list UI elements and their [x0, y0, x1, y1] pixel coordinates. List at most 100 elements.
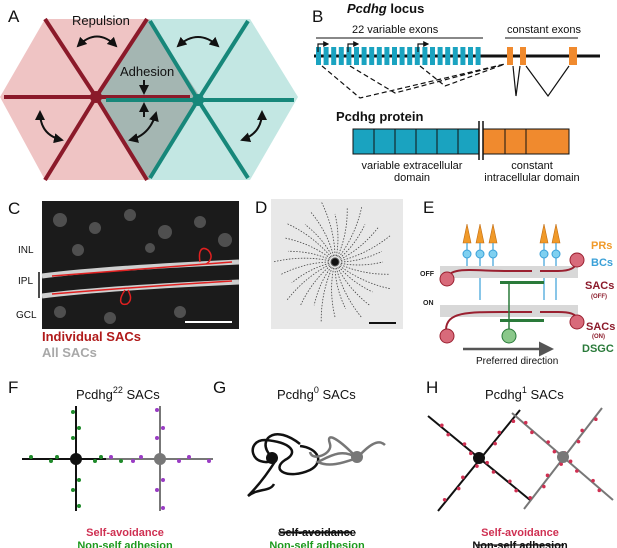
green-punctum [77, 504, 81, 508]
sac-dendrite-branch [285, 237, 336, 263]
green-punctum [119, 459, 123, 463]
g-title: Pcdhg0 SACs [277, 385, 356, 402]
sac-off-soma-left [439, 271, 455, 287]
purple-punctum [155, 408, 159, 412]
inl-somata [53, 209, 232, 324]
h-self-avoidance: Self-avoidance [481, 527, 559, 539]
red-punctum [575, 469, 579, 473]
variable-exons-label: 22 variable exons [352, 24, 439, 36]
sac-dendrite-branch [320, 261, 336, 323]
red-punctum [511, 419, 516, 424]
purple-punctum [177, 459, 181, 463]
sac-dendrite-branch [288, 250, 336, 263]
red-punctum [446, 432, 450, 437]
sacs-off-sub: (OFF) [591, 294, 607, 300]
f-non-self-adhesion: Non-self adhesion [77, 540, 173, 548]
g-grey-soma [351, 451, 363, 463]
purple-punctum [155, 488, 159, 492]
on-label: ON [423, 300, 434, 307]
variable-domain-label-1: variable extracellular [362, 160, 463, 172]
panel-letter: F [8, 378, 18, 397]
f-self-avoidance: Self-avoidance [86, 527, 164, 539]
sac-dendrite-branch [310, 212, 336, 263]
bc-soma [551, 249, 561, 259]
individual-sacs-label: Individual SACs [42, 329, 141, 344]
panel-letter: C [8, 199, 20, 218]
constant-exons-label: constant exons [507, 24, 581, 36]
repulsion-arrows [35, 35, 267, 144]
green-punctum [71, 436, 75, 440]
sac-dendrite-off [51, 261, 233, 277]
g-non-self-adhesion: Non-self adhesion [269, 540, 365, 548]
f-grey-soma [154, 453, 166, 465]
sac-dendrite-branch [291, 261, 336, 284]
purple-punctum [207, 459, 211, 463]
sacs-on-label: SACs [586, 321, 615, 333]
bc-soma [462, 249, 472, 259]
inl-label: INL [18, 245, 34, 256]
sac-off-soma-right [569, 252, 585, 268]
purple-punctum [139, 455, 143, 459]
panel-e: E PRs BCs OFF ON SACs (OFF) SACs (ON) DS… [420, 198, 615, 367]
constant-splicing [512, 65, 570, 98]
red-punctum [594, 417, 598, 422]
off-lamina [440, 266, 578, 278]
variable-domain-label-2: domain [394, 172, 430, 184]
variable-exon [316, 47, 321, 65]
red-punctum [576, 439, 581, 444]
g-black-tangle [247, 433, 320, 498]
green-punctum [99, 455, 103, 459]
variable-exon [369, 47, 375, 65]
sac-dendrite-branch [272, 257, 336, 263]
variable-exon [452, 47, 458, 65]
sac-dendrite-branch [334, 261, 363, 319]
sac-dendrite-branch [334, 208, 348, 263]
h-black-soma [473, 452, 485, 464]
variable-exons [316, 47, 481, 65]
bc-soma [539, 249, 549, 259]
green-punctum [29, 455, 33, 459]
photoreceptor-cone [462, 223, 472, 244]
dsgc-soma [501, 328, 517, 344]
sac-soma-off [198, 247, 212, 265]
green-punctum [77, 426, 81, 430]
adhesion-label: Adhesion [120, 64, 174, 79]
h-title: Pcdhg1 SACs [485, 385, 564, 402]
sacs-off-label: SACs [585, 280, 614, 292]
red-punctum [523, 420, 528, 425]
red-punctum [508, 479, 512, 484]
red-punctum [493, 441, 497, 446]
sacs-on-sub: (ON) [592, 334, 605, 340]
photoreceptor-cone [539, 223, 549, 244]
purple-punctum [161, 426, 165, 430]
sac-dendrite-branch [334, 227, 379, 263]
sac-soma-d [331, 258, 339, 266]
all-sacs-label: All SACs [42, 345, 97, 360]
sac-dendrite-branch [334, 261, 384, 266]
panel-d: D [255, 198, 403, 329]
teal-cell-arms [106, 19, 294, 180]
panel-b: B Pcdhg locus 22 variable exons constant… [312, 1, 600, 184]
red-punctum [462, 442, 467, 446]
sac-on-soma-right [569, 314, 585, 330]
panel-f: F Pcdhg22 SACs Self-avoidance Non-self a… [8, 378, 213, 548]
sac-dendrite-branch [331, 261, 336, 318]
dsgc-label: DSGC [582, 343, 614, 355]
variable-exon [399, 47, 405, 65]
sac-dendrite-branch [334, 213, 339, 263]
bcs-label: BCs [591, 257, 613, 269]
prs-label: PRs [591, 240, 612, 252]
red-punctum [469, 451, 473, 456]
f-black-soma [70, 453, 82, 465]
variable-exon [338, 47, 344, 65]
panel-letter: A [8, 7, 20, 26]
variable-exon [422, 47, 428, 65]
ipl-label: IPL [18, 276, 33, 287]
sac-dendrite-branch [320, 201, 336, 263]
variable-exon [323, 47, 329, 65]
panel-g: G Pcdhg0 SACs Self-avoidance Non-self ad… [213, 378, 386, 548]
variable-exon [460, 47, 466, 65]
red-punctum [568, 459, 573, 464]
variable-exon [361, 47, 367, 65]
red-punctum [545, 473, 550, 478]
